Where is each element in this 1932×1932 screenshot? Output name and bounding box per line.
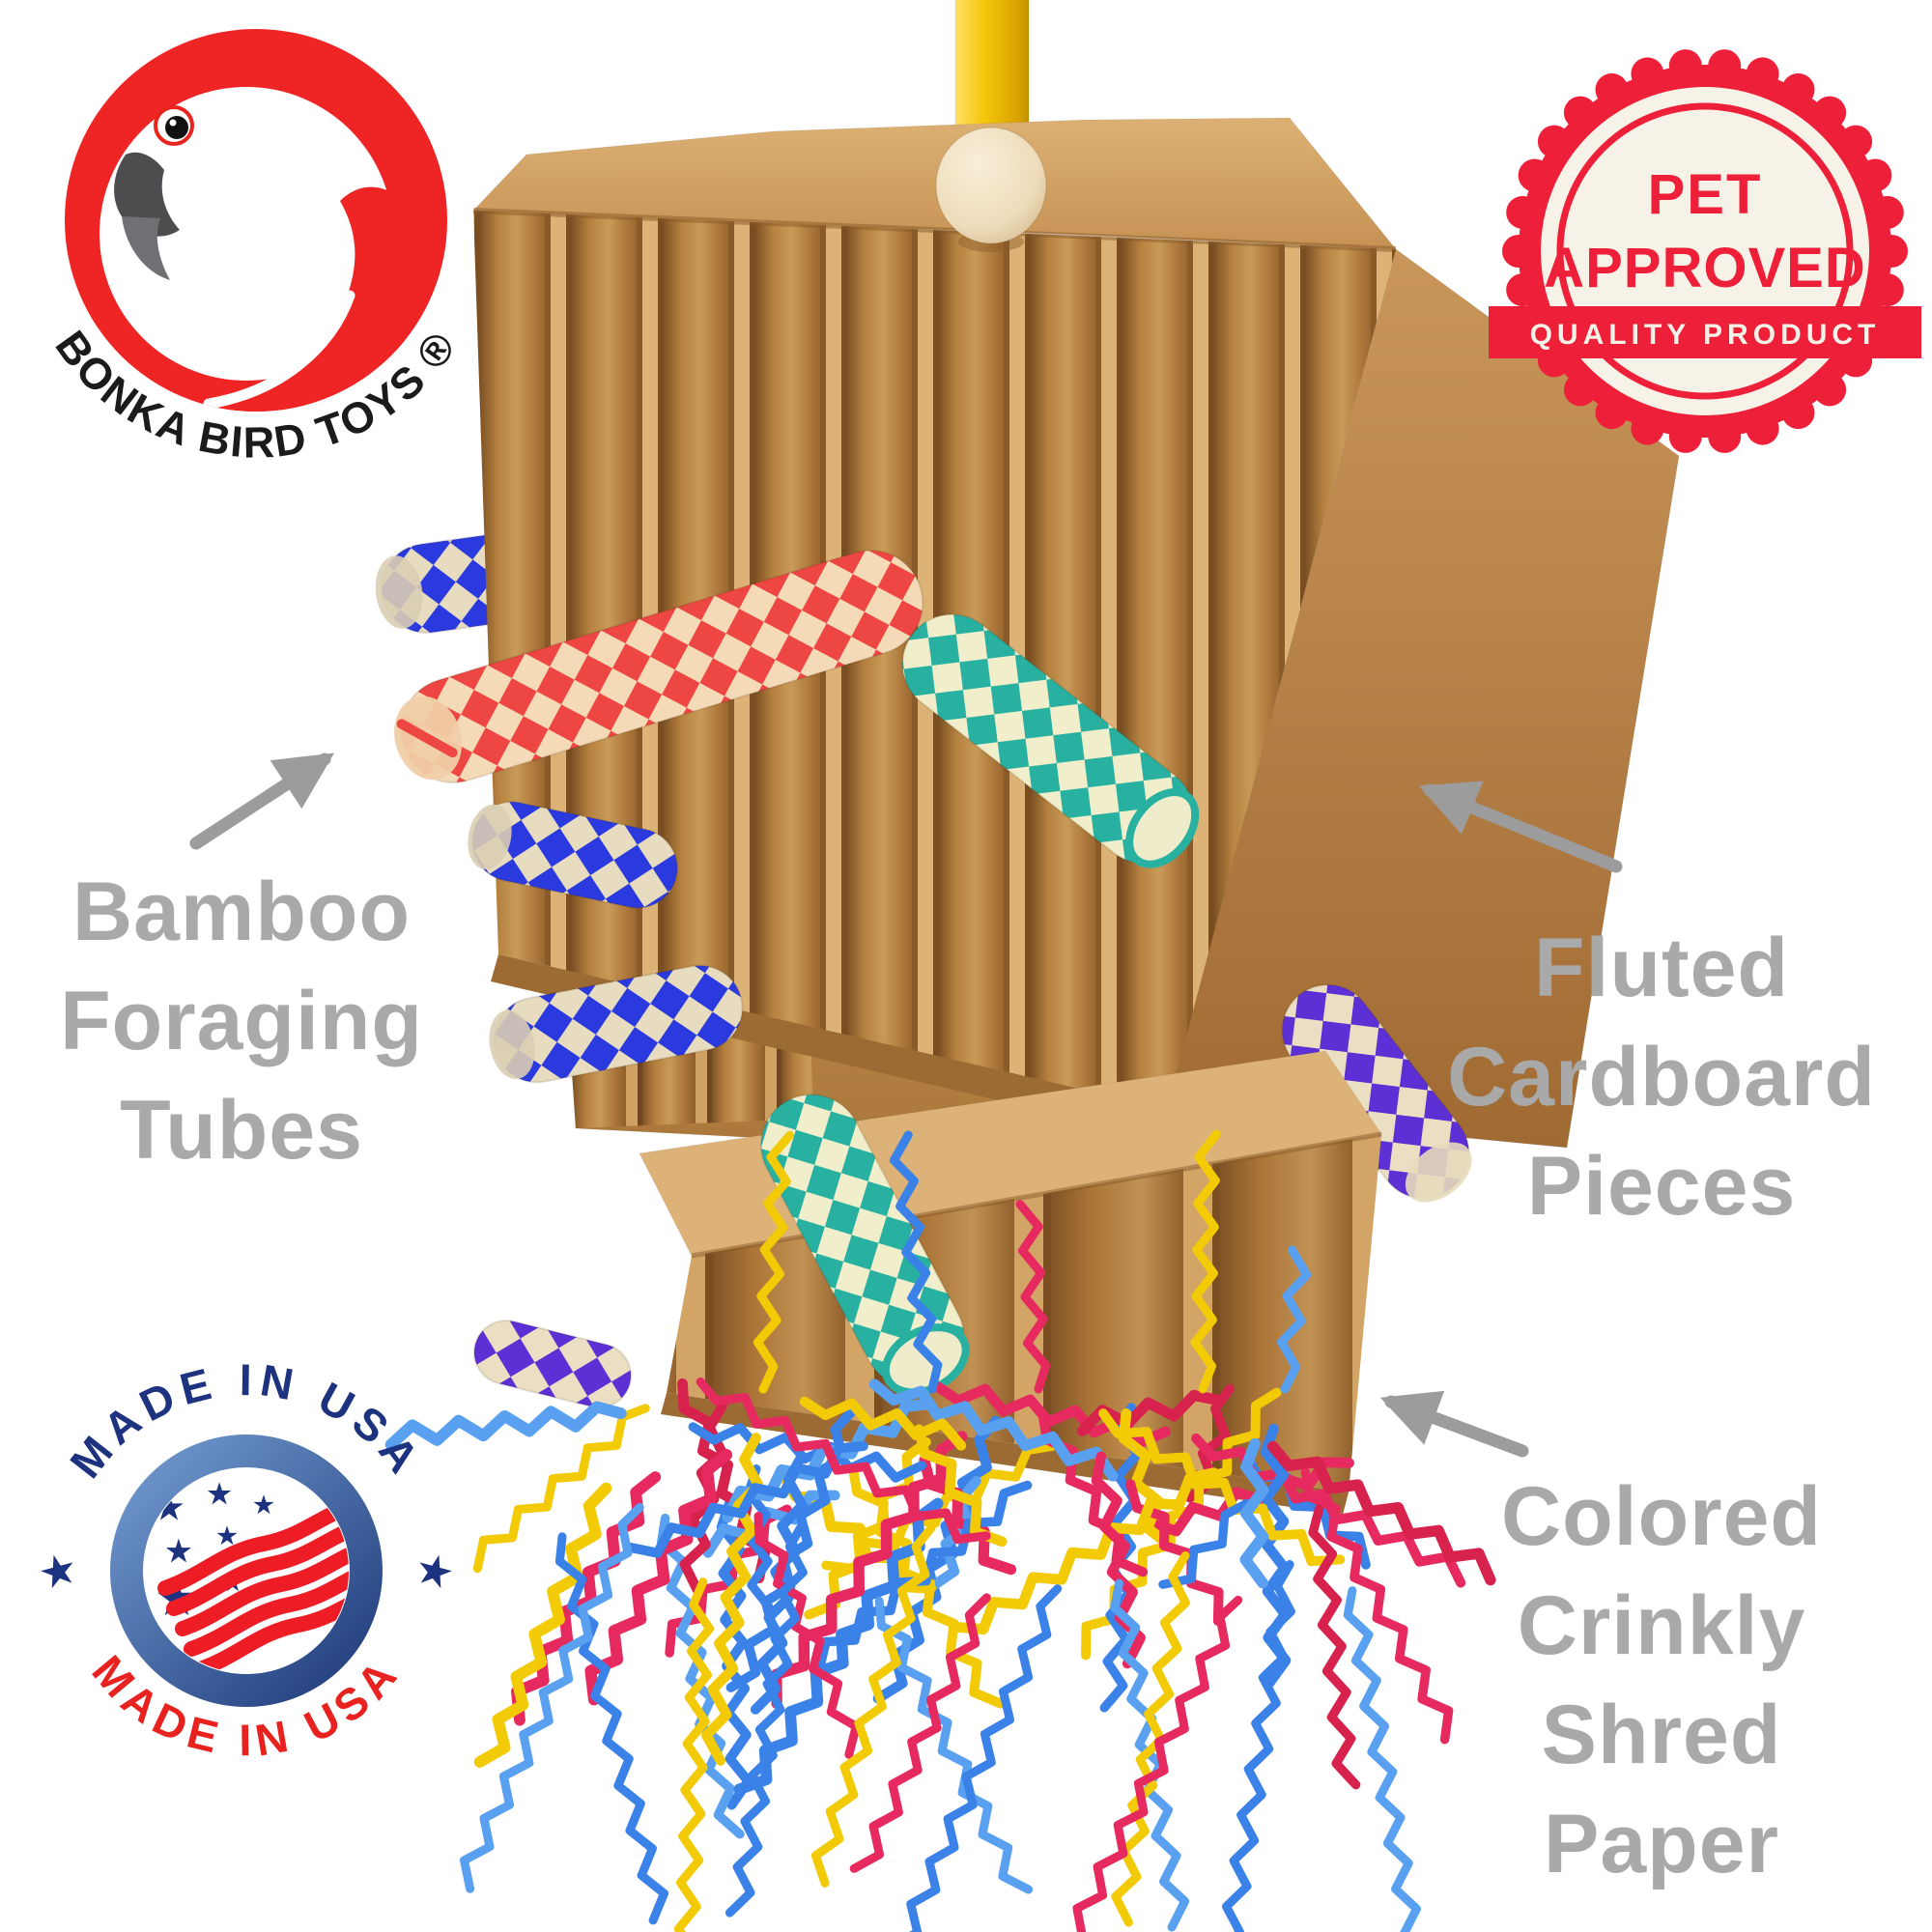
shred-strand bbox=[949, 1467, 1219, 1634]
pet-approved-badge: PET APPROVED QUALITY PRODUCT bbox=[1489, 49, 1921, 453]
shred-strand bbox=[914, 1424, 1008, 1548]
shred-strand bbox=[696, 1377, 991, 1545]
bamboo-tube-blue-mid-left bbox=[468, 801, 679, 909]
shred-strand bbox=[1266, 1440, 1496, 1586]
shred-strand bbox=[1239, 1437, 1269, 1589]
parrot-eye-icon bbox=[165, 116, 188, 139]
shred-strand bbox=[473, 1482, 612, 1768]
crinkle-shred-paper bbox=[384, 1129, 1496, 1932]
shred-strand bbox=[724, 1520, 808, 1918]
pet-badge-line2: APPROVED bbox=[1544, 237, 1866, 299]
shred-strand bbox=[1343, 1586, 1421, 1932]
shred-strand bbox=[460, 1502, 644, 1893]
shred-strand bbox=[384, 1401, 627, 1451]
shred-strand bbox=[1015, 1200, 1051, 1394]
flag-star-icon: ★ bbox=[216, 1523, 238, 1549]
arrow-to-tubes bbox=[189, 753, 335, 850]
shred-strand bbox=[656, 1513, 745, 1839]
shred-strand bbox=[889, 1130, 943, 1394]
shred-strand bbox=[906, 1584, 1063, 1932]
shred-strand bbox=[1098, 1408, 1346, 1567]
shred-strand bbox=[872, 1415, 1001, 1704]
shred-strand bbox=[1277, 1245, 1312, 1394]
shred-strand bbox=[1125, 1479, 1224, 1627]
shred-strand bbox=[1072, 1595, 1243, 1932]
shred-strand bbox=[753, 1130, 795, 1394]
shred-strand bbox=[1158, 1498, 1252, 1589]
usa-side-star-right: ★ bbox=[412, 1547, 457, 1597]
flag-star-icon: ★ bbox=[253, 1492, 274, 1519]
pet-badge-line1: PET bbox=[1648, 163, 1763, 226]
hanger-bead bbox=[935, 127, 1047, 252]
shred-strand bbox=[733, 1497, 944, 1796]
callout-arrows bbox=[189, 753, 1623, 1458]
shred-strand bbox=[753, 1512, 861, 1759]
shred-strand bbox=[554, 1532, 668, 1925]
shred-strand bbox=[771, 1431, 968, 1709]
shred-strand bbox=[814, 1480, 1033, 1675]
flag-star-icon: ★ bbox=[207, 1479, 231, 1509]
shred-strand bbox=[799, 1396, 967, 1451]
shred-strand bbox=[810, 1522, 936, 1888]
bamboo-tube-red bbox=[394, 549, 924, 784]
shred-strand bbox=[1143, 1457, 1354, 1537]
pet-badge-banner bbox=[1489, 306, 1921, 358]
pet-badge-banner-text: QUALITY PRODUCT bbox=[1530, 319, 1881, 351]
shred-strand bbox=[584, 1449, 733, 1706]
shred-strand bbox=[624, 1440, 868, 1558]
bamboo-tube-teal-upper bbox=[901, 613, 1200, 868]
parrot-icon bbox=[65, 29, 447, 412]
usa-side-star-left: ★ bbox=[36, 1547, 80, 1597]
made-in-usa-badge: ★ ★ ★ ★ ★ ★ ★ ★ ★ MADE IN USA MADE IN US… bbox=[36, 1354, 457, 1766]
arrow-to-cardboard bbox=[1418, 781, 1623, 873]
shred-strand bbox=[673, 1577, 715, 1932]
shred-strand bbox=[1300, 1467, 1454, 1745]
shred-strand bbox=[1190, 1129, 1221, 1394]
flag-star-icon: ★ bbox=[166, 1536, 192, 1568]
shred-strand bbox=[874, 1596, 1034, 1894]
shred-strand bbox=[1222, 1560, 1295, 1932]
shred-strand bbox=[472, 1404, 650, 1574]
label-colored-crinkly-shred-paper: Colored Crinkly Shred Paper bbox=[1501, 1470, 1822, 1890]
arrow-to-shred bbox=[1379, 1390, 1529, 1458]
shred-strand bbox=[1118, 1408, 1176, 1551]
bamboo-tube-purple-fragment bbox=[472, 1320, 633, 1408]
brand-logo: BONKA BIRD TOYS ® bbox=[46, 29, 464, 468]
bamboo-tube-blue-lower-left bbox=[489, 964, 744, 1084]
label-bamboo-foraging-tubes: Bamboo Foraging Tubes bbox=[60, 866, 423, 1177]
shred-strand bbox=[722, 1398, 936, 1523]
bamboo-tube-teal-hanging bbox=[759, 1094, 970, 1397]
shred-strand bbox=[849, 1593, 991, 1873]
shred-strand bbox=[868, 1378, 1119, 1482]
label-fluted-cardboard-pieces: Fluted Cardboard Pieces bbox=[1447, 922, 1876, 1233]
flag-stripes-icon bbox=[157, 1499, 349, 1673]
shred-strand bbox=[1308, 1504, 1361, 1790]
parrot-beak-icon bbox=[114, 152, 180, 237]
